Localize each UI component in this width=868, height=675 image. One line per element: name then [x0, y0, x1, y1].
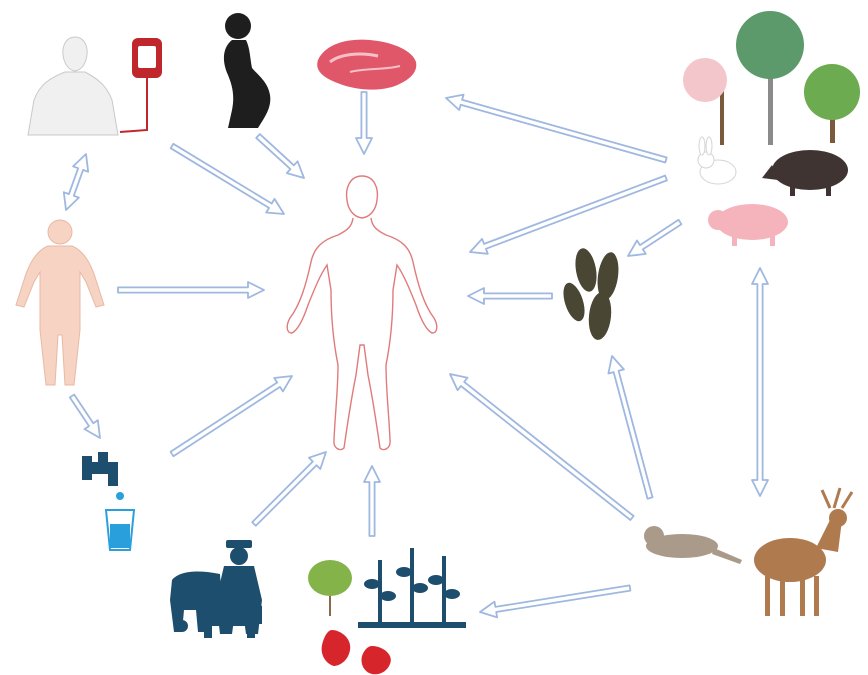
arrow-blood-to-human: [171, 144, 284, 214]
boar-icon: [762, 150, 848, 196]
deer-icon: [754, 488, 852, 616]
raw-meat-icon: [317, 40, 416, 90]
arrow-mongoose-to-human: [450, 374, 634, 520]
farmer-livestock-icon: [170, 540, 262, 638]
mongoose-icon: [644, 526, 742, 564]
arrow-water-to-human: [171, 376, 292, 456]
arrow-pregnancy-to-human: [256, 134, 304, 178]
arrow-mongoose-to-shellfish: [608, 356, 652, 499]
arrow-person-to-human: [118, 282, 264, 298]
arrow-shellfish-to-human: [468, 288, 552, 304]
human-body-outline-icon: [287, 176, 437, 450]
arrow-crops-to-human: [364, 466, 380, 536]
arrow-wildlife-to-meat: [446, 95, 667, 163]
arrow-person-to-water: [70, 395, 100, 438]
arrow-wildlife-deer-bidirectional: [752, 268, 768, 496]
blood-transfusion-icon: [28, 37, 162, 135]
strawberry-icon: [322, 630, 391, 674]
plant-rows-icon: [358, 548, 466, 628]
rabbit-icon: [698, 137, 736, 184]
arrow-meat-to-human: [356, 92, 372, 154]
arrow-farm-to-human: [252, 452, 326, 526]
tree-icon: [683, 11, 860, 145]
infected-person-icon: [16, 220, 104, 385]
lettuce-icon: [308, 560, 352, 616]
wild-animals-forest-icon: [683, 11, 860, 246]
arrow-blood-person-bidirectional: [64, 154, 88, 210]
arrow-wildlife-to-shellfish: [628, 220, 681, 256]
water-tap-icon: [82, 452, 134, 550]
patient-torso-icon: [28, 37, 118, 135]
arrow-mongoose-to-crops: [480, 585, 630, 617]
pig-icon: [708, 204, 788, 246]
crops-produce-icon: [308, 548, 466, 674]
shellfish-icon: [559, 247, 621, 341]
pregnant-woman-icon: [224, 13, 270, 128]
